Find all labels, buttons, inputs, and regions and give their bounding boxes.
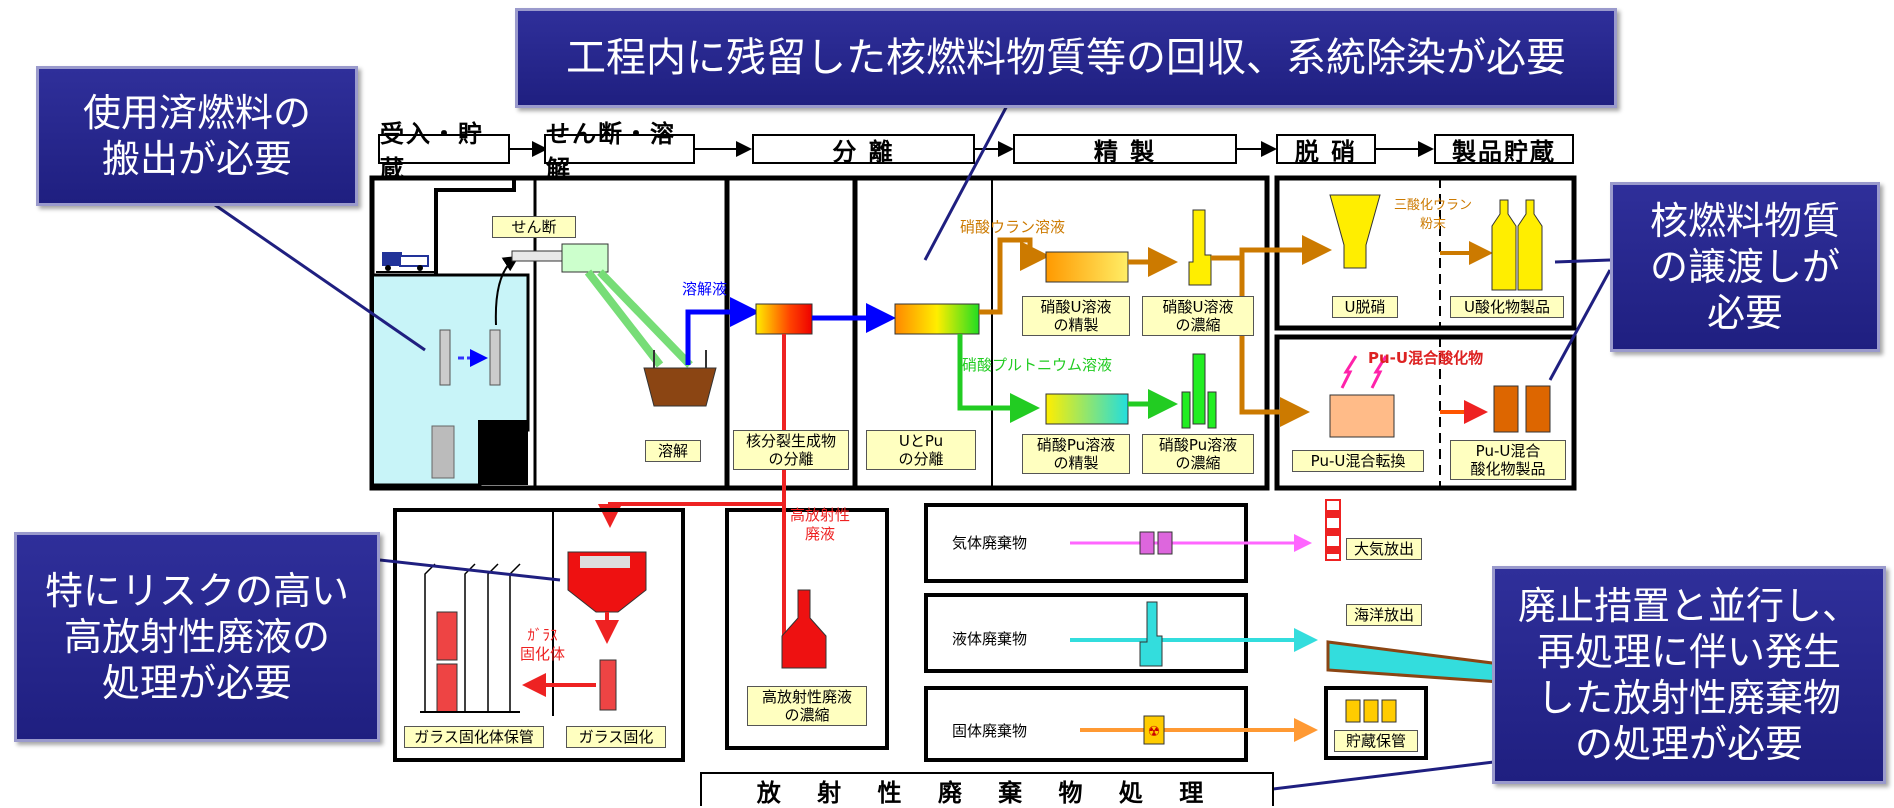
stack-icon <box>1325 499 1341 561</box>
label-uo3-powder: 三酸化ウラン 粉末 <box>1394 198 1473 232</box>
mox-product-icon <box>1493 385 1551 433</box>
label-mox-conversion: Pu-U混合転換 <box>1292 450 1424 472</box>
hlw-evaporator-icon <box>781 589 827 669</box>
hlw-room <box>725 508 889 750</box>
fuel-assembly-icon <box>439 329 501 386</box>
plant-building <box>369 175 1577 491</box>
storage-box <box>1324 686 1428 760</box>
stage-receiving: 受入・貯蔵 <box>378 120 510 183</box>
label-glass-body: ｶﾞﾗｽ 固化体 <box>520 626 566 663</box>
u-denitrator-icon <box>1329 194 1381 269</box>
callout-leaders <box>214 99 1612 792</box>
mox-converter-icon <box>1329 355 1395 438</box>
cask-icon <box>431 425 455 479</box>
glass-canister-icon <box>599 659 617 711</box>
label-gas-waste: 気体廃棄物 <box>952 534 1028 552</box>
u-pu-separation-column <box>894 303 980 335</box>
liquid-tank-icon <box>1139 601 1163 667</box>
stage-shear-dissolve: せん断・溶解 <box>544 120 695 183</box>
label-dissolution: 溶解 <box>645 440 701 462</box>
storage-racks <box>424 563 521 712</box>
label-mox-product: Pu-U混合 酸化物製品 <box>1450 440 1566 480</box>
stage-separation: 分 離 <box>752 134 975 166</box>
plutonium-line <box>957 334 1040 423</box>
label-pu-purification: 硝酸Pu溶液 の精製 <box>1022 434 1130 474</box>
label-u-oxide-product: U酸化物製品 <box>1450 296 1564 318</box>
hlw-line-left <box>598 502 784 528</box>
dissolver-icon <box>643 350 717 407</box>
label-dissolver-solution: 溶解液 <box>682 280 728 298</box>
radwaste-title: 放 射 性 廃 棄 物 処 理 <box>700 772 1274 807</box>
fp-separation-column <box>755 303 813 335</box>
glass-melter-icon <box>567 551 647 613</box>
label-hlw-concentration: 高放射性廃液 の濃縮 <box>747 686 867 726</box>
ocean-pipe-icon <box>1326 640 1502 684</box>
radiation-symbol: ☢ <box>1148 724 1161 740</box>
label-u-purification: 硝酸U溶液 の精製 <box>1022 296 1130 336</box>
callout-residual: 工程内に残留した核燃料物質等の回収、系統除染が必要 <box>515 8 1617 108</box>
callout-radwaste: 廃止措置と並行し、 再処理に伴い発生 した放射性廃棄物 の処理が必要 <box>1492 566 1886 784</box>
label-pu-concentration: 硝酸Pu溶液 の濃縮 <box>1142 434 1254 474</box>
callout-spent-fuel: 使用済燃料の 搬出が必要 <box>36 66 358 206</box>
label-solid-waste: 固体廃棄物 <box>952 722 1028 740</box>
uranium-line-3 <box>1211 235 1332 265</box>
label-u-denitration: U脱硝 <box>1332 296 1398 318</box>
dissolver-solution-line <box>685 297 760 365</box>
stage-product-storage: 製品貯蔵 <box>1434 134 1574 166</box>
shear-chute <box>584 269 693 368</box>
u-oxide-bottles-icon <box>1491 199 1543 291</box>
canister-stack-icon <box>436 611 458 713</box>
label-glass-storage: ガラス固化体保管 <box>404 726 544 748</box>
pu-evaporator-icon <box>1181 353 1217 429</box>
uranium-line <box>979 237 1050 315</box>
callout-transfer: 核燃料物質 の譲渡しが 必要 <box>1610 182 1880 352</box>
label-storage: 貯蔵保管 <box>1334 730 1418 752</box>
label-liquid-waste: 液体廃棄物 <box>952 630 1028 648</box>
vitrification-room <box>393 508 685 762</box>
callout-hlw: 特にリスクの高い 高放射性廃液の 処理が必要 <box>14 532 380 742</box>
radiation-drum-icon <box>1143 715 1165 745</box>
label-shear: せん断 <box>492 216 576 238</box>
label-ocean-release: 海洋放出 <box>1346 604 1422 626</box>
label-pu-nitrate-solution: 硝酸プルトニウム溶液 <box>962 356 1113 374</box>
u-evaporator-icon <box>1188 209 1212 286</box>
label-vitrification: ガラス固化 <box>566 726 666 748</box>
u-purification-column <box>1045 251 1129 283</box>
pu-purification-column <box>1045 393 1129 425</box>
label-u-concentration: 硝酸U溶液 の濃縮 <box>1142 296 1254 336</box>
label-hlw-liquid: 高放射性 廃液 <box>790 506 851 543</box>
stage-purification: 精 製 <box>1013 134 1237 166</box>
label-mox: Pu-U混合酸化物 <box>1368 349 1484 367</box>
label-fp-separation: 核分裂生成物 の分離 <box>733 430 849 470</box>
stage-denitration: 脱 硝 <box>1276 134 1376 166</box>
label-u-pu-separation: UとPu の分離 <box>866 430 976 470</box>
gas-filter-icon <box>1139 531 1173 555</box>
storage-drums-icon <box>1345 699 1397 723</box>
truck-icon <box>376 252 436 273</box>
shear-machine-icon <box>511 243 609 273</box>
label-uranyl-nitrate-solution: 硝酸ウラン溶液 <box>960 218 1066 236</box>
label-atmos-release: 大気放出 <box>1346 538 1422 560</box>
